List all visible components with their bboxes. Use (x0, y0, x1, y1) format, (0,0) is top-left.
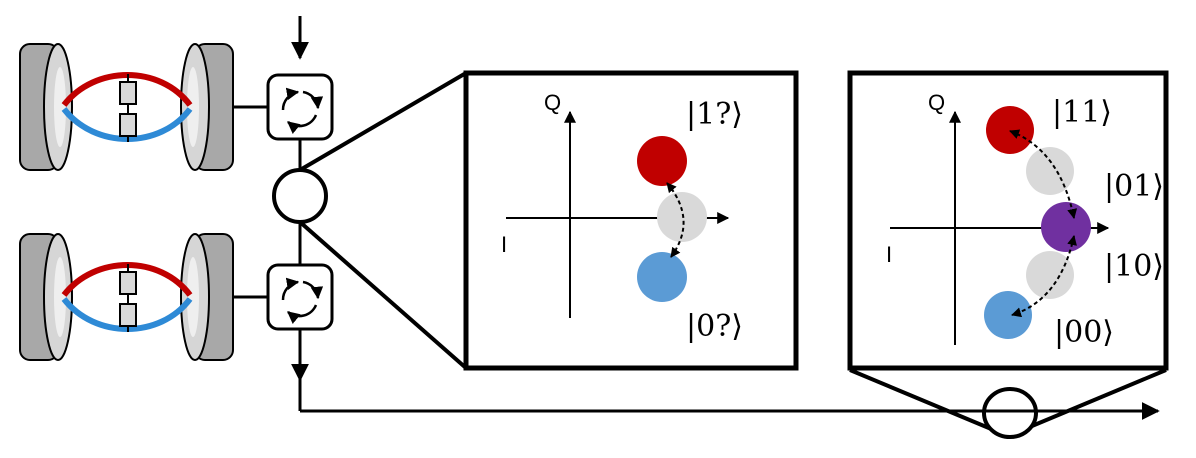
mirror-right-bottom (180, 233, 234, 361)
mirror-left-bottom (19, 233, 73, 361)
i-axis-label: I (501, 232, 507, 257)
mirror-right-top (180, 43, 234, 171)
transition-arrow-upper (1009, 129, 1078, 219)
ket-zero-unknown: |0?⟩ (686, 309, 743, 344)
zoom-marker-1 (272, 71, 468, 370)
ket-11: |11⟩ (1052, 95, 1112, 130)
i-axis-label-2: I (886, 242, 892, 267)
state-zero (637, 252, 687, 302)
qubit-junction-bottom (119, 264, 137, 332)
ket-10: |10⟩ (1104, 249, 1164, 284)
qubit-junction-top (119, 74, 137, 142)
transition-arrow-lower (1011, 235, 1077, 318)
q-axis-label: Q (544, 90, 561, 115)
ket-one-unknown: |1?⟩ (686, 97, 743, 132)
transition-arrow (666, 182, 685, 258)
cavity-top (19, 43, 268, 171)
state-00 (984, 291, 1032, 339)
iq-panel-joint: Q I |11⟩ |01⟩ |10⟩ |00⟩ (847, 70, 1169, 371)
state-one (637, 136, 687, 186)
circulator-bottom (266, 263, 334, 331)
ket-01: |01⟩ (1104, 169, 1164, 204)
zoom-marker-2 (849, 368, 1167, 439)
state-01-10 (1041, 202, 1091, 252)
circulator-top (266, 73, 334, 141)
mirror-left-top (19, 43, 73, 171)
cavity-bottom (19, 233, 268, 361)
state-gray-mid (657, 192, 707, 242)
ket-00: |00⟩ (1054, 315, 1114, 350)
state-11 (986, 106, 1034, 154)
iq-panel-single: Q I |1?⟩ |0?⟩ (463, 70, 799, 371)
state-gray-upper (1026, 147, 1074, 195)
q-axis-label-2: Q (928, 90, 945, 115)
